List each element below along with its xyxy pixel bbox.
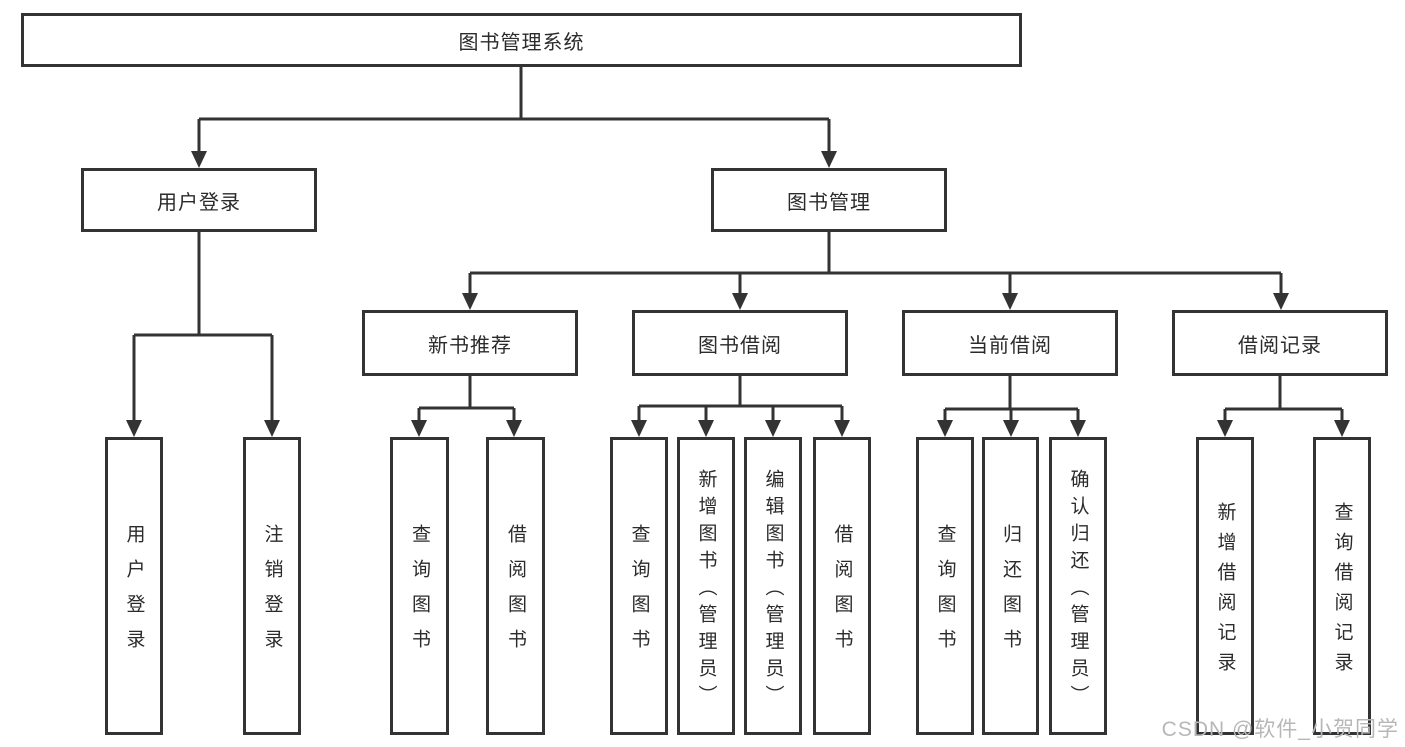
arrowhead [191, 151, 207, 168]
connector-borrow-records-to-children [1223, 376, 1344, 420]
leaf-label: 归还图书 [1000, 524, 1021, 664]
leaf-confirm-return-admin: 确认归还（管理员） [1049, 437, 1107, 735]
leaf-label: 新增图书（管理员） [695, 468, 717, 712]
arrowhead [937, 420, 953, 437]
leaf-label: 借阅图书 [831, 524, 853, 664]
node-current-borrow: 当前借阅 [902, 310, 1118, 376]
connector-book-borrow-to-children [637, 376, 844, 420]
leaf-label: 查询图书 [628, 524, 650, 664]
arrowhead [462, 293, 478, 310]
arrowhead [126, 420, 142, 437]
leaf-label: 确认归还（管理员） [1067, 468, 1089, 712]
arrowhead [631, 420, 647, 437]
leaf-query-book-2: 查询图书 [610, 437, 668, 735]
leaf-label: 查询图书 [934, 524, 956, 664]
leaf-label: 用户登录 [123, 524, 145, 664]
leaf-add-borrow-record: 新增借阅记录 [1196, 437, 1254, 735]
leaf-edit-book-admin: 编辑图书（管理员） [744, 437, 802, 735]
node-root-label: 图书管理系统 [458, 31, 585, 54]
leaf-return-book: 归还图书 [982, 437, 1039, 735]
node-user-login: 用户登录 [81, 168, 317, 232]
connector-current-borrow-to-children [943, 376, 1080, 420]
arrowhead [732, 293, 748, 310]
connector-root-to-level2 [197, 67, 831, 151]
arrowhead [506, 420, 522, 437]
arrowhead [264, 420, 280, 437]
node-borrow-records-label: 借阅记录 [1238, 334, 1322, 357]
node-book-borrow: 图书借阅 [632, 310, 848, 376]
node-book-borrow-label: 图书借阅 [698, 334, 782, 357]
node-new-book-recommend: 新书推荐 [362, 310, 578, 376]
leaf-user-login: 用户登录 [105, 437, 163, 735]
leaf-label: 借阅图书 [505, 524, 526, 664]
leaf-label: 注销登录 [261, 524, 283, 664]
node-book-mgmt-label: 图书管理 [787, 191, 871, 214]
leaf-label: 新增借阅记录 [1214, 501, 1236, 682]
csdn-watermark: CSDN @软件_小贺同学 [1161, 718, 1399, 741]
leaf-add-book-admin: 新增图书（管理员） [677, 437, 735, 735]
arrowhead [1070, 420, 1086, 437]
node-book-mgmt: 图书管理 [711, 168, 947, 232]
leaf-label: 查询图书 [409, 524, 430, 664]
arrowhead [821, 151, 837, 168]
connector-user-login-to-children [132, 232, 274, 420]
leaf-borrow-book-2: 借阅图书 [813, 437, 871, 735]
leaf-label: 编辑图书（管理员） [762, 468, 784, 712]
leaf-query-book-1: 查询图书 [390, 437, 449, 735]
leaf-logout: 注销登录 [243, 437, 301, 735]
connector-new-book-to-children [417, 376, 516, 420]
leaf-label: 查询借阅记录 [1331, 501, 1353, 682]
arrowhead [1002, 293, 1018, 310]
arrowhead [698, 420, 714, 437]
arrowhead [1334, 420, 1350, 437]
connector-book-mgmt-to-level3 [468, 232, 1283, 293]
node-new-book-recommend-label: 新书推荐 [428, 334, 512, 357]
leaf-query-borrow-record: 查询借阅记录 [1313, 437, 1371, 735]
node-root: 图书管理系统 [21, 13, 1022, 67]
arrowhead [765, 420, 781, 437]
node-user-login-label: 用户登录 [157, 191, 241, 214]
leaf-borrow-book-1: 借阅图书 [486, 437, 545, 735]
node-borrow-records: 借阅记录 [1172, 310, 1388, 376]
arrowhead [1003, 420, 1019, 437]
arrowhead [1217, 420, 1233, 437]
leaf-query-book-3: 查询图书 [916, 437, 974, 735]
node-current-borrow-label: 当前借阅 [968, 334, 1052, 357]
arrowhead [1273, 293, 1289, 310]
arrowhead [834, 420, 850, 437]
arrowhead [411, 420, 427, 437]
